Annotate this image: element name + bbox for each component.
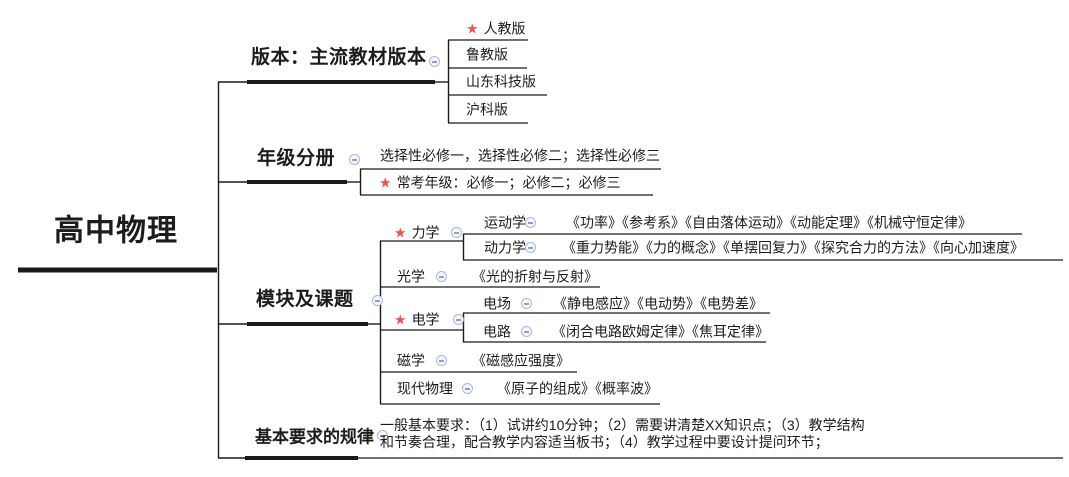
topic-modern-physics-lessons[interactable]: 《原子的组成》《概率波》 <box>497 380 658 397</box>
collapse-icon[interactable] <box>521 298 532 309</box>
topic-modern-physics[interactable]: 现代物理 <box>397 380 453 397</box>
root-topic[interactable]: 高中物理 <box>54 214 178 248</box>
topic-dynamics-lessons[interactable]: 《重力势能》《力的概念》《单摆回复力》《探究合力的方法》《向心加速度》 <box>562 239 1024 256</box>
topic-dynamics[interactable]: 动力学 <box>484 239 526 256</box>
collapse-icon[interactable] <box>349 154 360 165</box>
topic-optics-lessons[interactable]: 《光的折射与反射》 <box>472 268 598 285</box>
collapse-icon[interactable] <box>429 56 440 67</box>
star-icon: ★ <box>394 311 407 328</box>
topic-lujiaoban[interactable]: 鲁教版 <box>466 46 508 63</box>
topic-electric-field[interactable]: 电场 <box>483 295 511 312</box>
collapse-icon[interactable] <box>372 295 383 306</box>
topic-label: 人教版 <box>483 20 526 37</box>
topic-renjiaoban[interactable]: ★人教版 <box>466 20 526 38</box>
branch-topic-version[interactable]: 版本：主流教材版本 <box>251 47 427 69</box>
topic-magnetism[interactable]: 磁学 <box>397 352 425 369</box>
collapse-icon[interactable] <box>453 314 464 325</box>
topic-magnetism-lessons[interactable]: 《磁感应强度》 <box>472 352 570 369</box>
collapse-icon[interactable] <box>521 326 532 337</box>
star-icon: ★ <box>394 224 407 241</box>
star-icon: ★ <box>466 20 479 37</box>
topic-circuit[interactable]: 电路 <box>483 323 511 340</box>
branch-topic-requirements[interactable]: 基本要求的规律 <box>255 427 374 447</box>
requirements-line-1: 一般基本要求：（1）试讲约10分钟；（2）需要讲清楚XX知识点；（3）教学结构 <box>380 417 865 433</box>
topic-common-grades[interactable]: ★常考年级：必修一；必修二；必修三 <box>379 174 621 192</box>
topic-label: 电学 <box>411 311 440 328</box>
branch-topic-modules[interactable]: 模块及课题 <box>256 289 354 311</box>
branch-topic-grade[interactable]: 年级分册 <box>257 148 336 170</box>
topic-general-requirements[interactable]: 一般基本要求：（1）试讲约10分钟；（2）需要讲清楚XX知识点；（3）教学结构 … <box>380 417 865 451</box>
collapse-icon[interactable] <box>377 430 388 441</box>
topic-mechanics[interactable]: ★力学 <box>394 224 440 242</box>
collapse-icon[interactable] <box>525 217 536 228</box>
topic-electricity[interactable]: ★电学 <box>394 311 440 329</box>
topic-shandongkeji[interactable]: 山东科技版 <box>466 73 536 90</box>
topic-electric-field-lessons[interactable]: 《静电感应》《电动势》《电势差》 <box>553 295 763 312</box>
collapse-icon[interactable] <box>451 227 462 238</box>
topic-label: 力学 <box>411 224 440 241</box>
collapse-icon[interactable] <box>436 271 447 282</box>
collapse-icon[interactable] <box>462 383 473 394</box>
collapse-icon[interactable] <box>436 355 447 366</box>
topic-hukeban[interactable]: 沪科版 <box>466 101 508 118</box>
topic-optics[interactable]: 光学 <box>397 268 425 285</box>
topic-kinematics[interactable]: 运动学 <box>484 214 526 231</box>
requirements-line-2: 和节奏合理，配合教学内容适当板书；（4）教学过程中要设计提问环节； <box>380 434 829 450</box>
topic-label: 常考年级：必修一；必修二；必修三 <box>396 174 621 191</box>
collapse-icon[interactable] <box>525 242 536 253</box>
topic-circuit-lessons[interactable]: 《闭合电路欧姆定律》《焦耳定律》 <box>552 323 769 340</box>
topic-kinematics-lessons[interactable]: 《功率》《参考系》《自由落体运动》《动能定理》《机械守恒定律》 <box>566 214 972 231</box>
star-icon: ★ <box>379 174 392 191</box>
topic-elective-volumes[interactable]: 选择性必修一，选择性必修二；选择性必修三 <box>380 147 660 164</box>
